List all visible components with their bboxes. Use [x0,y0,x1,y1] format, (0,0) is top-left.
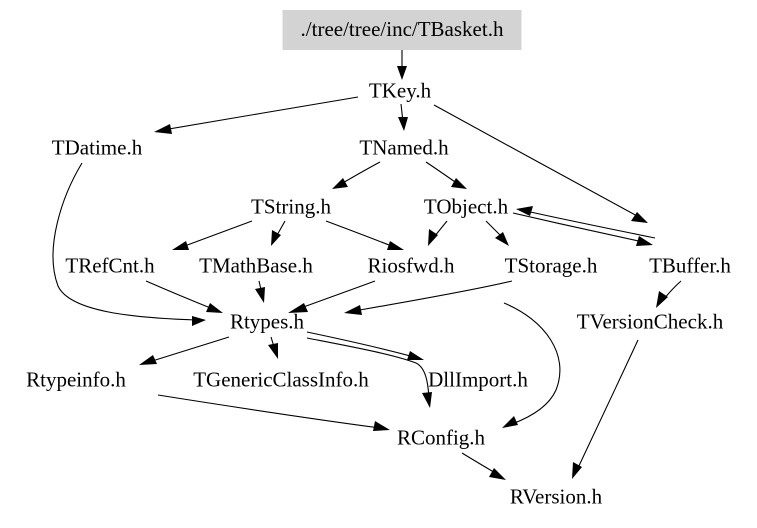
arrowhead-tstring-tmathbase [271,230,281,246]
arrowhead-tstring-trefcnt [172,241,189,250]
edge-tstring-trefcnt [181,220,253,248]
edge-tobject-tstorage [485,220,503,238]
edge-tbuffer-tobject [525,210,656,239]
arrowhead-trefcnt-rtypes [206,303,223,313]
edge-tnamed-tstring [340,161,381,185]
arrowhead-tobject-tbuffer [636,236,653,246]
edge-tbuffer-tversioncheck [662,280,682,301]
arrowhead-tnamed-tobject [451,178,467,189]
arrowhead-tstring-riosfwd [387,241,404,250]
node-tbuffer[interactable]: TBuffer.h [649,253,731,278]
node-rversion[interactable]: RVersion.h [509,484,603,509]
edge-rtypes-tgenericclassinfo [270,336,276,351]
arrowhead-rconfig-rversion [489,468,506,480]
arrowhead-tversioncheck-rversion [572,462,582,479]
edge-tnamed-tobject [425,161,459,185]
arrowhead-rtypes-tgenericclassinfo [268,343,278,359]
edge-tstorage-rtypes [353,280,513,312]
edge-tobject-tbuffer [512,212,644,243]
arrowhead-tkey-tnamed [398,117,408,131]
node-rtypes[interactable]: Rtypes.h [229,309,305,334]
edge-trefcnt-rtypes [145,280,214,310]
arrowhead-tobject-riosfwd [428,229,438,246]
arrowhead-rtypes-dllimport [407,351,424,360]
node-tstring[interactable]: TString.h [251,194,331,219]
edge-tobject-riosfwd [433,220,448,238]
node-tversioncheck[interactable]: TVersionCheck.h [576,309,724,334]
arrowhead-tmathbase-rtypes [255,287,265,303]
edge-tmathbase-rtypes [258,280,263,295]
edge-tgenericclassinfo-rconfig [157,394,381,429]
node-tgenericclassinfo[interactable]: TGenericClassInfo.h [193,367,369,392]
edge-tstring-riosfwd [325,220,395,248]
node-riosfwd[interactable]: Riosfwd.h [367,253,455,278]
arrowhead-tnamed-tstring [332,178,348,189]
arrowhead-rtypes-rtypeinfo [139,355,157,365]
edge-dllimport-rconfig [503,302,561,425]
arrowhead-tdatime-rtypes [192,316,206,326]
node-dllimport[interactable]: DllImport.h [428,367,528,392]
arrowhead-rtypes-rconfig [422,392,432,408]
node-tobject[interactable]: TObject.h [423,194,509,219]
node-root[interactable]: ./tree/tree/inc/TBasket.h [282,10,522,50]
edge-rtypes-dllimport [306,331,415,358]
edge-rconfig-rversion [461,452,498,475]
arrowhead-tbuffer-tobject [516,206,533,216]
edge-rtypes-rtypeinfo [148,336,230,363]
node-tkey[interactable]: TKey.h [368,78,432,103]
arrowhead-tgenericclassinfo-rconfig [373,421,390,431]
edge-tdatime-rtypes [52,162,197,321]
node-tmathbase[interactable]: TMathBase.h [199,253,313,278]
node-tstorage[interactable]: TStorage.h [504,253,598,278]
edge-tstring-tmathbase [275,220,286,238]
edge-tkey-tdatime [162,96,359,131]
node-trefcnt[interactable]: TRefCnt.h [65,253,155,278]
node-tdatime[interactable]: TDatime.h [51,135,143,160]
node-tnamed[interactable]: TNamed.h [359,135,449,160]
arrowhead-tkey-tbuffer [631,212,648,223]
edge-riosfwd-rtypes [297,280,376,310]
node-rtypeinfo[interactable]: Rtypeinfo.h [26,367,126,392]
node-rconfig[interactable]: RConfig.h [396,425,486,450]
arrowhead-tobject-tstorage [495,232,509,246]
arrowhead-dllimport-rconfig [502,416,518,428]
arrowhead-tstorage-rtypes [344,305,362,315]
arrowhead-tbuffer-tversioncheck [656,291,668,308]
arrowhead-tkey-tdatime [154,124,172,134]
edge-tversioncheck-rversion [576,339,639,471]
edge-tkey-tnamed [400,103,404,123]
